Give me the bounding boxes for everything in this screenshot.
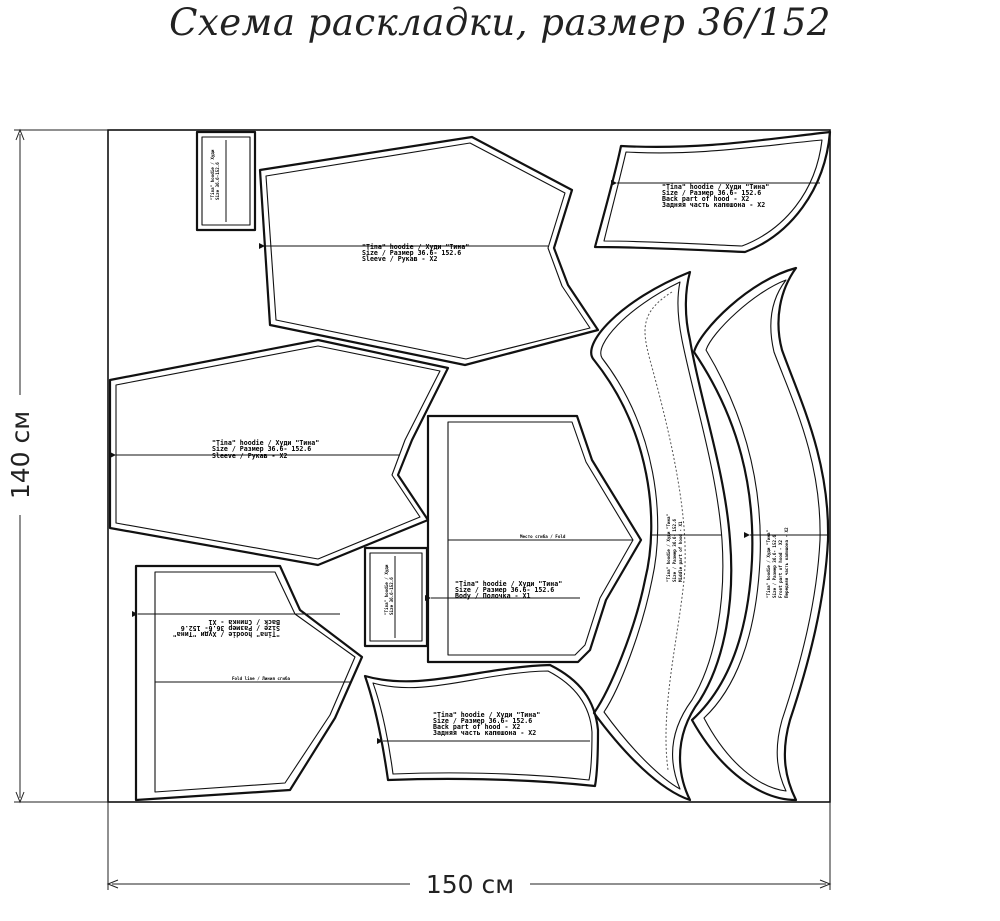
svg-text:"Tina" hoodie / Худи "Тина": "Tina" hoodie / Худи "Тина" bbox=[173, 630, 280, 638]
svg-text:Size 36.6-152.6: Size 36.6-152.6 bbox=[389, 577, 394, 615]
sleeve-top-piece: "Tina" hoodie / Худи "Тина" Size / Разме… bbox=[258, 135, 600, 367]
hood-middle-label-1: "Tina" hoodie / Худи "Тина" bbox=[666, 513, 671, 582]
hood-back-top-label-3: Back part of hood - X2 bbox=[662, 195, 749, 203]
hood-back-bottom-label-1: "Tina" hoodie / Худи "Тина" bbox=[433, 711, 540, 719]
back-fold-label: Fold line / Линия сгиба bbox=[232, 676, 290, 681]
front-label-1: "Tina" hoodie / Худи "Тина" bbox=[455, 580, 562, 588]
hood-back-top-piece: "Tina" hoodie / Худи "Тина" Size / Разме… bbox=[593, 130, 832, 254]
page-title: Схема раскладки, размер 36/152 bbox=[169, 1, 831, 44]
hood-back-top-label-4: Задняя часть капюшона - X2 bbox=[662, 201, 765, 209]
width-label: 150 см bbox=[426, 870, 514, 899]
hood-side-label-1: "Tina" hoodie / Худи "Тина" bbox=[766, 529, 771, 598]
hood-back-top-label-1: "Tina" hoodie / Худи "Тина" bbox=[662, 183, 769, 191]
back-piece: Fold line / Линия сгиба "Tina" hoodie / … bbox=[132, 564, 364, 802]
hood-middle-label-3: Middle part of hood - X1 bbox=[678, 521, 683, 582]
hood-back-bottom-label-4: Задняя часть капюшона - X2 bbox=[433, 729, 536, 737]
hood-back-bottom-label-3: Back part of hood - X2 bbox=[433, 723, 520, 731]
hood-side-label-3: Front part of hood - X2 bbox=[778, 540, 783, 598]
front-label-3: Body / Полочка - X1 bbox=[455, 592, 530, 600]
width-dimension: 150 см bbox=[106, 802, 832, 899]
height-label: 140 см bbox=[6, 411, 35, 499]
svg-text:"Tina" hoodie / Худи: "Tina" hoodie / Худи bbox=[384, 564, 389, 615]
hood-back-bottom-piece: "Tina" hoodie / Худи "Тина" Size / Разме… bbox=[363, 663, 600, 788]
fabric-border bbox=[107, 129, 831, 803]
sleeve-top-label-1: "Tina" hoodie / Худи "Тина" bbox=[362, 243, 469, 251]
hood-side-label-4: Передняя часть капюшона - X2 bbox=[784, 527, 789, 598]
svg-text:Back / Спинка - X1: Back / Спинка - X1 bbox=[209, 618, 280, 626]
sleeve-top-label-3: Sleeve / Рукав - X2 bbox=[362, 255, 437, 263]
sleeve-left-piece: "Tina" hoodie / Худи "Тина" Size / Разме… bbox=[108, 338, 450, 567]
sleeve-left-label-1: "Tina" hoodie / Худи "Тина" bbox=[212, 439, 319, 447]
front-fold-label: Место сгиба / Fold bbox=[520, 534, 566, 539]
small-piece-top: "Tina" hoodie / Худи Size 36.6-152.6 bbox=[195, 130, 257, 232]
sleeve-left-label-3: Sleeve / Рукав - X2 bbox=[212, 452, 287, 460]
sleeve-top-label-2: Size / Размер 36.6- 152.6 bbox=[362, 249, 461, 257]
small-piece-center: "Tina" hoodie / Худи Size 36.6-152.6 bbox=[363, 546, 429, 648]
hood-back-top-label-2: Size / Размер 36.6- 152.6 bbox=[662, 189, 761, 197]
svg-text:Size 36.6-152.6: Size 36.6-152.6 bbox=[215, 162, 220, 200]
hood-middle-label-2: Size / Размер 36.6- 152.6 bbox=[672, 518, 677, 582]
svg-text:Size / Размер 36.6- 152.6: Size / Размер 36.6- 152.6 bbox=[181, 624, 280, 632]
sleeve-left-label-2: Size / Размер 36.6- 152.6 bbox=[212, 445, 311, 453]
hood-middle-piece: "Tina" hoodie / Худи "Тина" Size / Разме… bbox=[590, 270, 733, 802]
height-dimension: 140 см bbox=[6, 128, 108, 804]
svg-text:"Tina" hoodie / Худи: "Tina" hoodie / Худи bbox=[210, 149, 215, 200]
hood-side-piece: "Tina" hoodie / Худи "Тина" Size / Разме… bbox=[690, 266, 830, 802]
front-piece: Место сгиба / Fold "Tina" hoodie / Худи … bbox=[425, 414, 643, 664]
hood-side-label-2: Size / Размер 36.6- 152.6 bbox=[772, 534, 777, 598]
hood-back-bottom-label-2: Size / Размер 36.6- 152.6 bbox=[433, 717, 532, 725]
front-label-2: Size / Размер 36.6- 152.6 bbox=[455, 586, 554, 594]
